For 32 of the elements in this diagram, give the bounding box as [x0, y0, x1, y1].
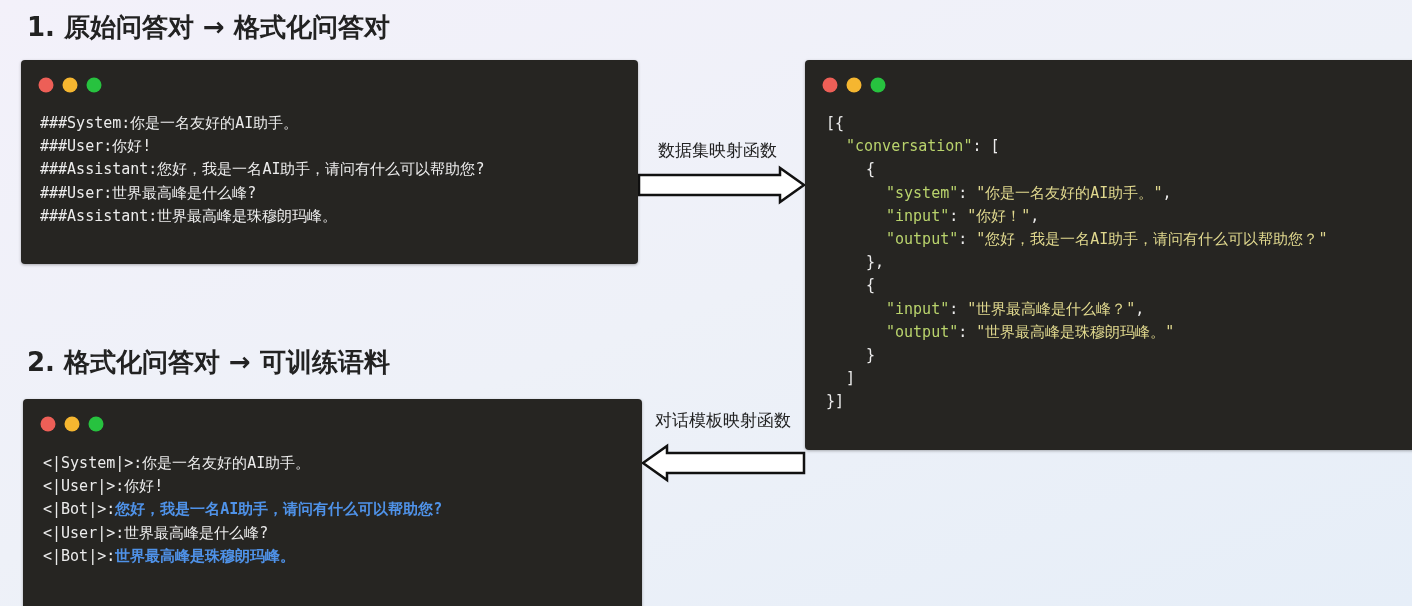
- code-line: {: [866, 159, 876, 180]
- code-line: "input": "你好！",: [886, 205, 1040, 226]
- code-line: "input": "世界最高峰是什么峰？",: [886, 298, 1145, 319]
- code-line: }: [866, 345, 876, 365]
- section-heading: 2. 格式化问答对 → 可训练语料: [27, 346, 390, 379]
- code-line: <|Bot|>:您好，我是一名AI助手，请问有什么可以帮助您?: [43, 499, 443, 520]
- code-line: ###Assistant:世界最高峰是珠穆朗玛峰。: [40, 205, 338, 226]
- block-arrow: [640, 443, 806, 483]
- code-line: }]: [826, 391, 845, 412]
- code-window: [21, 60, 638, 264]
- code-line: {: [866, 275, 876, 296]
- code-line: ###User:你好!: [40, 136, 152, 157]
- edge-label: 数据集映射函数: [658, 139, 777, 162]
- code-line: ###System:你是一名友好的AI助手。: [40, 113, 299, 133]
- code-window: [805, 60, 1412, 450]
- block-arrow: [637, 165, 807, 205]
- code-line: <|User|>:你好!: [43, 476, 164, 497]
- code-line: [{: [826, 113, 845, 133]
- code-line: },: [866, 252, 885, 273]
- code-line: "output": "世界最高峰是珠穆朗玛峰。": [886, 321, 1175, 342]
- code-line: "output": "您好，我是一名AI助手，请问有什么可以帮助您？": [886, 229, 1328, 249]
- code-line: ###Assistant:您好，我是一名AI助手，请问有什么可以帮助您?: [40, 159, 485, 180]
- code-line: ]: [846, 368, 856, 389]
- code-line: <|Bot|>:世界最高峰是珠穆朗玛峰。: [43, 545, 296, 566]
- code-window: [23, 399, 642, 606]
- code-line: ###User:世界最高峰是什么峰?: [40, 182, 257, 203]
- code-line: <|User|>:世界最高峰是什么峰?: [43, 522, 269, 543]
- section-heading: 1. 原始问答对 → 格式化问答对: [27, 11, 390, 44]
- code-line: "conversation": [: [846, 136, 1000, 157]
- code-line: <|System|>:你是一名友好的AI助手。: [43, 453, 311, 473]
- code-line: "system": "你是一名友好的AI助手。",: [886, 182, 1172, 203]
- edge-label: 对话模板映射函数: [655, 409, 791, 432]
